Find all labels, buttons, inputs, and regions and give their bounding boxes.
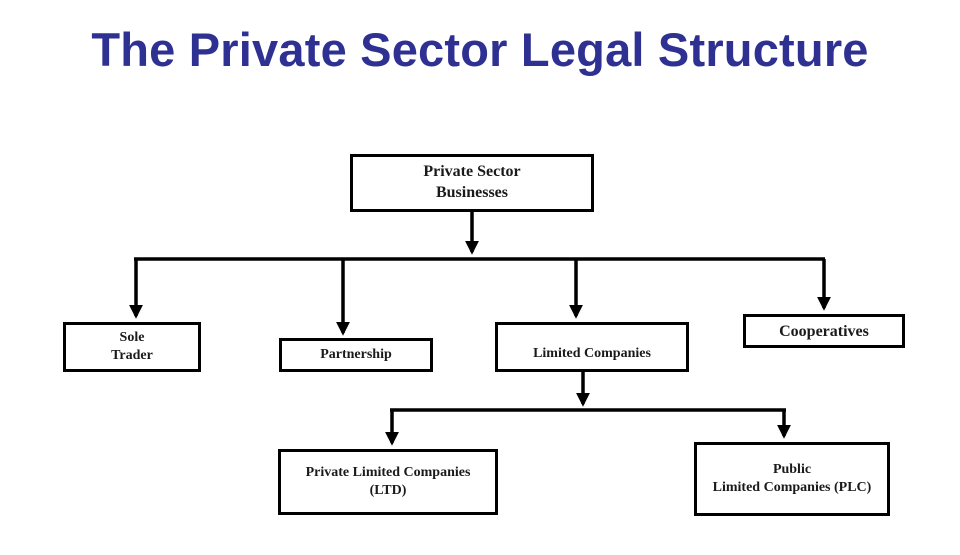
node-label-line: Limited Companies (533, 345, 651, 361)
node-label-line: Businesses (435, 184, 509, 201)
node-label-line: Private Limited Companies (305, 464, 471, 480)
node-sole-trader: Sole Trader (63, 322, 201, 372)
node-label-line: Limited Companies (PLC) (712, 480, 872, 495)
node-cooperatives: Cooperatives (743, 314, 905, 348)
node-label-line: Cooperatives (779, 323, 869, 340)
node-label-line: (LTD) (369, 483, 407, 498)
node-limited-companies: Limited Companies (495, 322, 689, 372)
node-private-sector-businesses: Private Sector Businesses (350, 154, 594, 212)
node-label-line: Public (772, 461, 812, 477)
node-partnership: Partnership (279, 338, 433, 372)
slide-title: The Private Sector Legal Structure (91, 23, 869, 76)
node-private-limited-companies: Private Limited Companies (LTD) (278, 449, 498, 515)
node-public-limited-companies: Public Limited Companies (PLC) (694, 442, 890, 516)
node-label-line: Private Sector (423, 163, 521, 181)
node-label-line: Trader (111, 348, 153, 363)
node-label-line: Partnership (320, 347, 392, 362)
node-label-line: Sole (119, 329, 145, 345)
